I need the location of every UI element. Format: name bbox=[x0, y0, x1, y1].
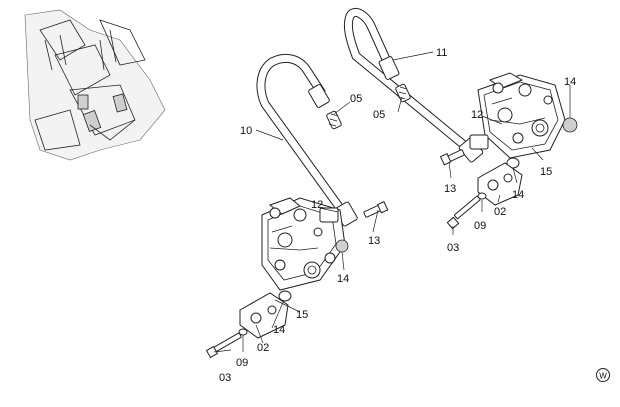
callout-14-left-upper: 14 bbox=[337, 273, 349, 285]
callout-12-left: 12 bbox=[311, 199, 323, 211]
flange-15-left bbox=[239, 292, 289, 339]
seal-14-left-upper bbox=[335, 239, 349, 253]
pipe-10 bbox=[256, 53, 358, 227]
leader-lines bbox=[213, 51, 571, 353]
callout-02-left: 02 bbox=[257, 342, 269, 354]
flange-15-right bbox=[477, 162, 523, 206]
callout-12-right: 12 bbox=[471, 109, 483, 121]
callout-03-left: 03 bbox=[219, 372, 231, 384]
callout-labels: 03 09 02 14 15 14 13 12 10 05 05 11 14 1… bbox=[219, 47, 576, 384]
callout-15-right: 15 bbox=[540, 166, 552, 178]
callout-09-left: 09 bbox=[236, 357, 248, 369]
valve-block-left bbox=[261, 197, 346, 291]
pipe-11 bbox=[343, 8, 484, 163]
callout-14-right-lower: 14 bbox=[512, 189, 524, 201]
callout-02-right: 02 bbox=[494, 206, 506, 218]
fitting-05-right bbox=[395, 83, 411, 103]
callout-14-right-upper: 14 bbox=[564, 76, 576, 88]
callout-03-right: 03 bbox=[447, 242, 459, 254]
seal-14-right-upper bbox=[562, 117, 578, 133]
watermark-letter: W bbox=[599, 372, 607, 381]
callout-11: 11 bbox=[436, 47, 447, 59]
callout-09-right: 09 bbox=[474, 220, 486, 232]
fitting-05-left bbox=[326, 110, 342, 130]
callout-15-left: 15 bbox=[296, 309, 308, 321]
callout-05-left: 05 bbox=[350, 93, 362, 105]
seal-14-left-lower bbox=[278, 290, 292, 302]
valve-block-right bbox=[469, 72, 566, 159]
locator-thumbnail bbox=[24, 9, 166, 161]
callout-13-left: 13 bbox=[368, 235, 380, 247]
callout-05-right: 05 bbox=[373, 109, 385, 121]
bolt-13-right bbox=[439, 149, 465, 166]
callout-13-right: 13 bbox=[444, 183, 456, 195]
bolt-13-left bbox=[363, 201, 389, 218]
washer-09-right bbox=[477, 192, 487, 200]
callout-14-left-lower: 14 bbox=[273, 324, 285, 336]
watermark-badge: W bbox=[596, 368, 610, 382]
bolt-03-right bbox=[446, 195, 481, 230]
callout-10: 10 bbox=[240, 125, 252, 137]
bolt-03-left bbox=[205, 332, 242, 359]
